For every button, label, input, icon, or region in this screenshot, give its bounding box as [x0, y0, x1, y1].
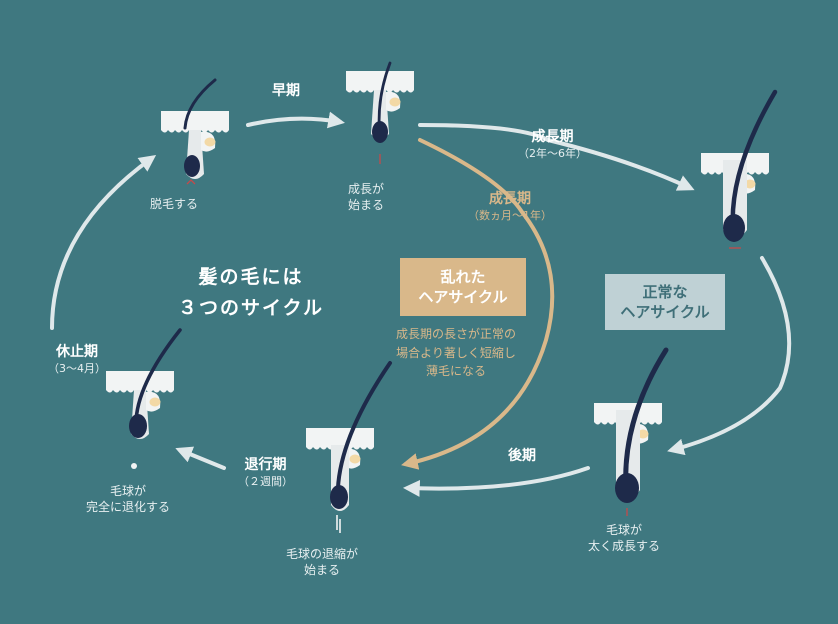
note-line-3: 薄毛になる [426, 364, 487, 379]
note-line-1: 成長期の長さが正常の [396, 327, 517, 341]
title-line-2: ３つのサイクル [178, 297, 325, 320]
phase-telogen-label: 休止期 [56, 344, 98, 360]
arrow-growth-normal [418, 123, 695, 191]
box-normal-cycle: 正常な ヘアサイクル [605, 274, 725, 330]
phase-early: 早期 [272, 83, 300, 99]
follicle-growth-start [346, 61, 414, 164]
arrow-growth-abnormal [401, 138, 555, 470]
arrow-telogen [50, 155, 157, 330]
follicle-telogen [106, 328, 182, 469]
arrow-early [246, 111, 345, 129]
phase-growth-normal-sub: （2年〜6年） [518, 146, 587, 160]
phase-growth-normal-label: 成長期 [531, 129, 574, 145]
title-line-1: 髪の毛には [198, 266, 304, 288]
box-abnormal-line-2: ヘアサイクル [418, 288, 508, 306]
caption-bulb-thick-1: 毛球が [606, 523, 643, 537]
arrow-catagen [175, 446, 226, 470]
phase-growth-abnormal-label: 成長期 [489, 191, 531, 207]
follicle-bulb-thick [594, 347, 669, 516]
caption-growth-start-2: 始まる [348, 198, 385, 213]
caption-bulb-thick: 毛球が 太く成長する [588, 522, 660, 554]
follicle-anagen [701, 89, 778, 249]
follicle-catagen [306, 361, 392, 533]
box-abnormal-cycle: 乱れた ヘアサイクル [400, 258, 526, 316]
phase-growth-abnormal-sub: （数ヵ月〜1年） [468, 208, 552, 222]
arrow-late [402, 466, 590, 497]
box-normal-line-2: ヘアサイクル [620, 303, 710, 321]
phase-catagen-label: 退行期 [244, 457, 287, 473]
arrow-right-down [667, 256, 792, 456]
caption-bulb-retreat: 毛球が 完全に退化する [86, 483, 170, 515]
phase-growth-normal: 成長期 （2年〜6年） [518, 128, 587, 162]
phase-growth-abnormal: 成長期 （数ヵ月〜1年） [468, 190, 552, 224]
phase-telogen: 休止期 （3〜4月） [48, 343, 106, 377]
follicle-shedding [161, 78, 229, 185]
phase-catagen: 退行期 （２週間） [238, 456, 293, 490]
abnormal-note: 成長期の長さが正常の 場合より著しく短縮し 薄毛になる [396, 325, 516, 381]
box-normal-line-1: 正常な [642, 282, 688, 301]
caption-bulb-retreat-1: 毛球が [110, 484, 147, 498]
caption-growth-start-1: 成長が [348, 182, 385, 196]
caption-bulb-shrink: 毛球の退縮が 始まる [286, 546, 358, 578]
box-abnormal-line-1: 乱れた [440, 267, 486, 286]
phase-telogen-sub: （3〜4月） [48, 361, 106, 375]
phase-late: 後期 [508, 448, 536, 464]
caption-bulb-shrink-2: 始まる [304, 563, 341, 578]
phase-catagen-sub: （２週間） [238, 474, 293, 488]
caption-bulb-retreat-2: 完全に退化する [86, 500, 171, 515]
caption-bulb-shrink-1: 毛球の退縮が [286, 547, 359, 561]
caption-bulb-thick-2: 太く成長する [588, 539, 661, 554]
diagram-title: 髪の毛には ３つのサイクル [178, 262, 324, 325]
note-line-2: 場合より著しく短縮し [396, 345, 516, 360]
caption-growth-start: 成長が 始まる [348, 181, 384, 213]
caption-shedding: 脱毛する [150, 197, 199, 211]
